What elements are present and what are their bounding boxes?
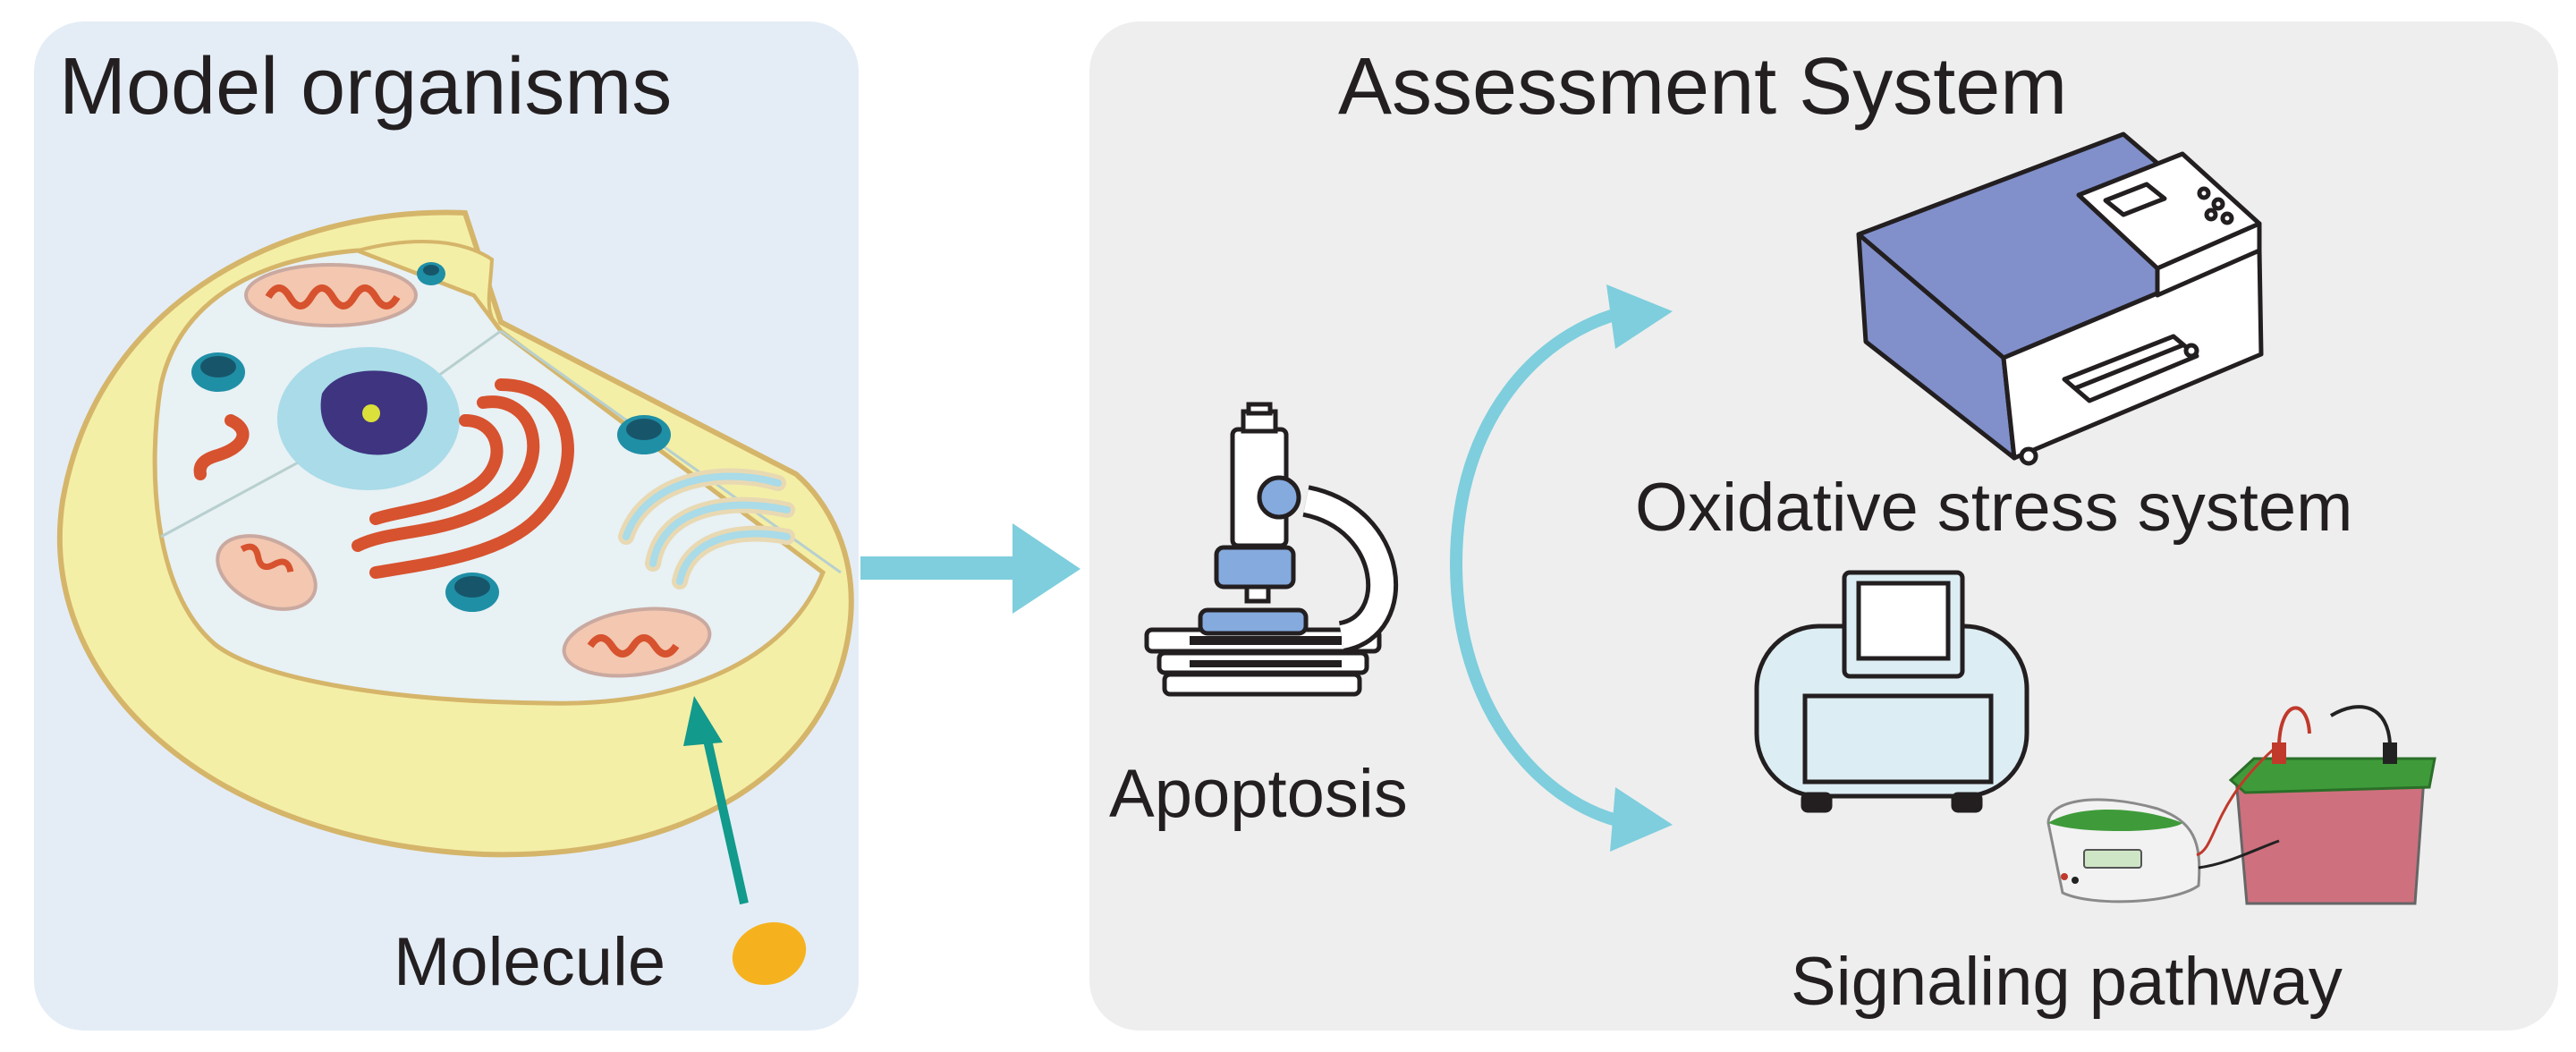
panel-title-left: Model organisms <box>59 42 673 132</box>
endoplasmic-reticulum-icon <box>193 378 574 579</box>
molecule-icon <box>683 696 807 986</box>
electrophoresis-icon <box>2046 705 2436 905</box>
vesicle-icon <box>191 262 671 612</box>
mitochondrion-icon <box>216 534 318 611</box>
signaling-pathway-label: Signaling pathway <box>1791 944 2343 1020</box>
microscope-icon <box>1144 402 1399 697</box>
plate-reader-icon <box>1856 132 2264 466</box>
oxidative-stress-label: Oxidative stress system <box>1635 470 2353 546</box>
imager-icon <box>1754 570 2029 813</box>
molecule-label: Molecule <box>394 924 666 1000</box>
apoptosis-label: Apoptosis <box>1109 756 1408 832</box>
transition-arrow-icon <box>860 523 1080 614</box>
branch-arrows-icon <box>1450 284 1673 852</box>
mitochondrion-icon <box>562 607 712 678</box>
panel-title-right: Assessment System <box>1338 42 2068 132</box>
cell-icon <box>56 209 854 858</box>
mitochondrion-icon <box>244 263 418 327</box>
